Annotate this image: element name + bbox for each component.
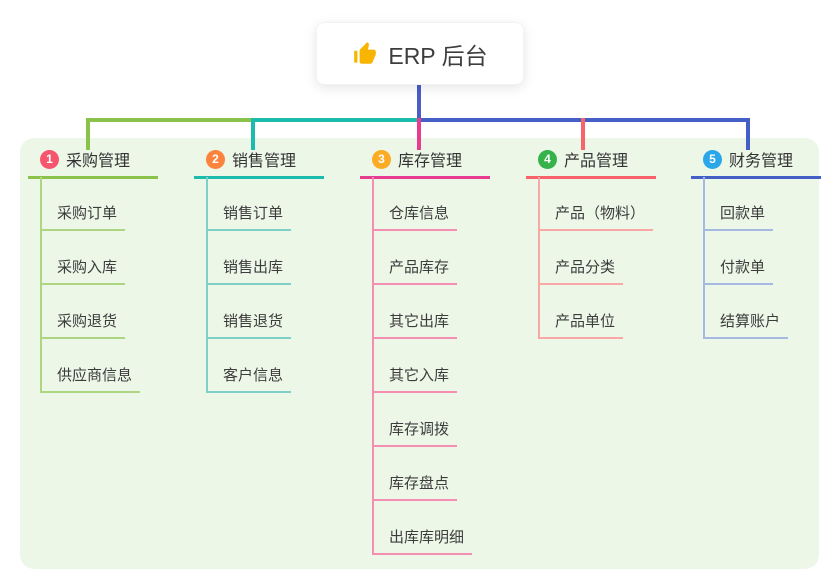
child-node[interactable]: 库存盘点 xyxy=(372,474,458,501)
priority-number-icon: 3 xyxy=(372,149,391,169)
child-node[interactable]: 仓库信息 xyxy=(372,204,458,231)
root-stem-line xyxy=(417,83,421,118)
root-node[interactable]: ERP 后台 xyxy=(316,22,524,85)
child-node[interactable]: 销售出库 xyxy=(206,258,292,285)
child-node[interactable]: 产品单位 xyxy=(538,312,624,339)
child-node[interactable]: 库存调拨 xyxy=(372,420,458,447)
branch-node-label: 库存管理 xyxy=(398,153,463,170)
branch-connector-line xyxy=(251,118,255,150)
child-node[interactable]: 产品分类 xyxy=(538,258,624,285)
branch-node[interactable]: 3 库存管理 xyxy=(360,148,490,179)
branch-node-label: 产品管理 xyxy=(564,153,629,170)
branch-connector-line xyxy=(746,118,750,150)
child-node[interactable]: 供应商信息 xyxy=(40,366,141,393)
child-node[interactable]: 采购订单 xyxy=(40,204,126,231)
child-node[interactable]: 付款单 xyxy=(703,258,774,285)
priority-number-icon: 1 xyxy=(40,149,59,169)
child-node[interactable]: 采购入库 xyxy=(40,258,126,285)
child-node[interactable]: 采购退货 xyxy=(40,312,126,339)
branch-node-label: 财务管理 xyxy=(729,153,794,170)
branch-node[interactable]: 4 产品管理 xyxy=(526,148,656,179)
child-node[interactable]: 销售订单 xyxy=(206,204,292,231)
branch-node[interactable]: 5 财务管理 xyxy=(691,148,821,179)
thumbs-up-icon xyxy=(352,41,378,67)
branch-connector-line xyxy=(581,118,585,150)
child-node[interactable]: 结算账户 xyxy=(703,312,789,339)
branch-node[interactable]: 1 采购管理 xyxy=(28,148,158,179)
branch-connector-line xyxy=(251,118,421,122)
root-node-label: ERP 后台 xyxy=(388,42,488,69)
branches-panel xyxy=(20,138,819,569)
branch-node[interactable]: 2 销售管理 xyxy=(194,148,324,179)
child-node[interactable]: 产品（物料） xyxy=(538,204,654,231)
child-node[interactable]: 销售退货 xyxy=(206,312,292,339)
child-node[interactable]: 出库库明细 xyxy=(372,528,473,555)
branch-node-label: 销售管理 xyxy=(232,153,297,170)
priority-number-icon: 5 xyxy=(703,149,722,169)
child-node[interactable]: 其它出库 xyxy=(372,312,458,339)
branch-tree-line xyxy=(538,177,540,338)
child-node[interactable]: 产品库存 xyxy=(372,258,458,285)
branch-tree-line xyxy=(372,177,374,554)
child-node[interactable]: 回款单 xyxy=(703,204,774,231)
branch-tree-line xyxy=(703,177,705,338)
child-node[interactable]: 客户信息 xyxy=(206,366,292,393)
priority-number-icon: 2 xyxy=(206,149,225,169)
branch-connector-line xyxy=(417,118,421,150)
branch-connector-line xyxy=(86,118,90,150)
branch-node-label: 采购管理 xyxy=(66,153,131,170)
priority-number-icon: 4 xyxy=(538,149,557,169)
child-node[interactable]: 其它入库 xyxy=(372,366,458,393)
